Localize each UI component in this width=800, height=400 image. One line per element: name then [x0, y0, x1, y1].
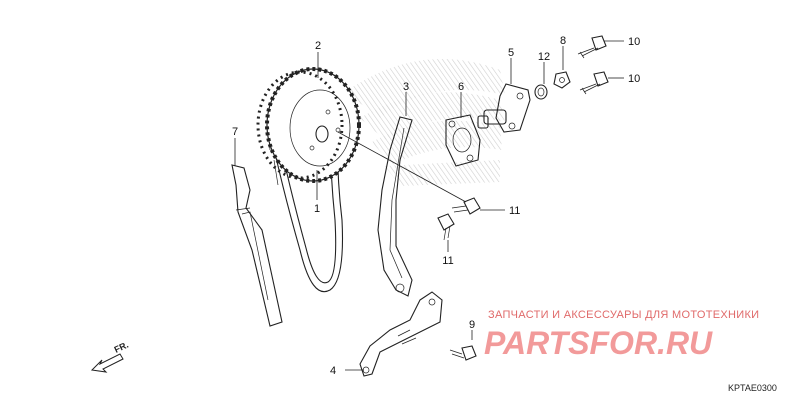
guide-bracket	[359, 291, 443, 377]
callout-10-lower: 10	[628, 73, 640, 85]
chain-guide	[231, 164, 283, 327]
callout-12: 12	[538, 51, 550, 63]
callout-9: 9	[469, 319, 475, 331]
front-direction-arrow-icon	[90, 353, 124, 373]
honda-wing-logo	[345, 59, 505, 186]
watermark-brand: PARTSFOR.RU	[484, 325, 713, 361]
cam-sprocket	[256, 67, 361, 183]
tensioner-gasket	[445, 114, 481, 167]
callout-2: 2	[315, 40, 321, 52]
callout-3: 3	[403, 81, 409, 93]
leader-lines	[234, 40, 624, 371]
tensioner-slipper	[377, 116, 413, 297]
callout-6: 6	[458, 81, 464, 93]
sprocket-bolt	[451, 197, 481, 215]
flange-bolt-upper	[577, 35, 607, 59]
tensioner-lifter	[477, 83, 531, 133]
o-ring	[534, 84, 548, 100]
bracket-bolt	[449, 345, 477, 361]
callout-11-lower: 11	[442, 255, 453, 267]
callout-1: 1	[314, 203, 320, 215]
callout-5: 5	[508, 47, 514, 59]
callout-8: 8	[560, 35, 566, 47]
front-direction-label: FR.	[113, 340, 130, 355]
flange-bolt-lower	[579, 71, 609, 95]
sealing-washer	[553, 71, 571, 89]
callout-11-upper: 11	[509, 205, 520, 217]
callout-10-upper: 10	[628, 36, 640, 48]
callout-7: 7	[232, 126, 238, 138]
guide-bolt	[437, 213, 455, 241]
watermark-caption: ЗАПЧАСТИ И АКСЕССУАРЫ ДЛЯ МОТОТЕХНИКИ	[488, 309, 759, 321]
diagram-code: KPTAE0300	[728, 383, 777, 393]
callout-4: 4	[330, 365, 336, 377]
